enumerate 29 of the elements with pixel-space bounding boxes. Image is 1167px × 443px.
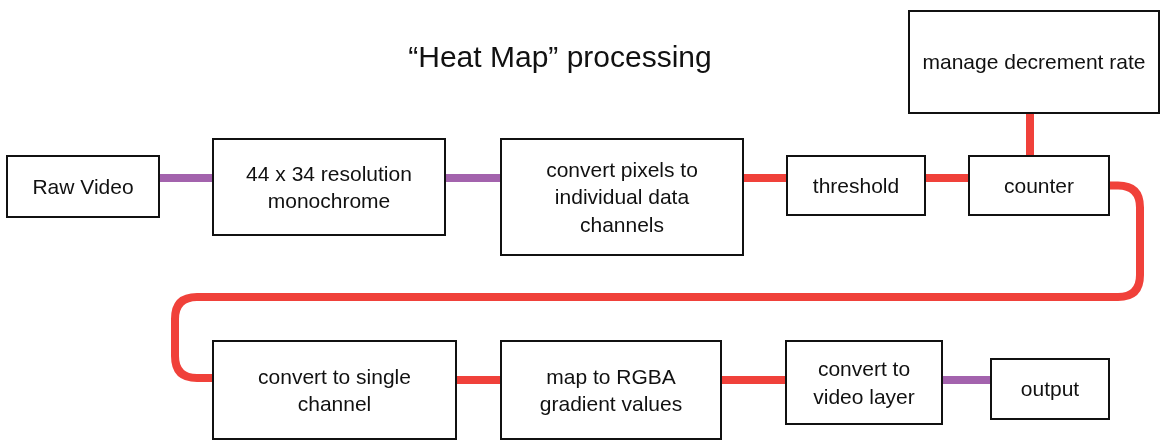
diagram-title: “Heat Map” processing [407,40,713,74]
box-label: convert to single channel [257,363,412,417]
connector-line [926,174,968,182]
box-label: convert to video layer [812,356,916,410]
box-label: Raw Video [32,173,134,200]
process-box [500,340,722,440]
process-box [785,340,943,425]
process-box [968,155,1110,216]
connector-line [457,376,500,384]
connector-line [943,376,990,384]
box-label: convert pixels to individual data channels [545,157,699,238]
process-box [212,138,446,236]
connector-line [744,174,786,182]
process-box [6,155,160,218]
box-label: 44 x 34 resolution monochrome [245,160,413,214]
connector-line [722,376,785,384]
box-label: counter [1003,172,1074,199]
box-label: output [1020,376,1080,403]
connector-line [446,174,500,182]
box-label: manage decrement rate [922,49,1146,76]
process-box [990,358,1110,420]
connector-line [160,174,212,182]
box-label: map to RGBA gradient values [538,363,684,417]
process-box [908,10,1160,114]
connector-line [1026,114,1034,155]
process-box [212,340,457,440]
box-label: threshold [812,172,900,199]
process-box [786,155,926,216]
process-box [500,138,744,256]
